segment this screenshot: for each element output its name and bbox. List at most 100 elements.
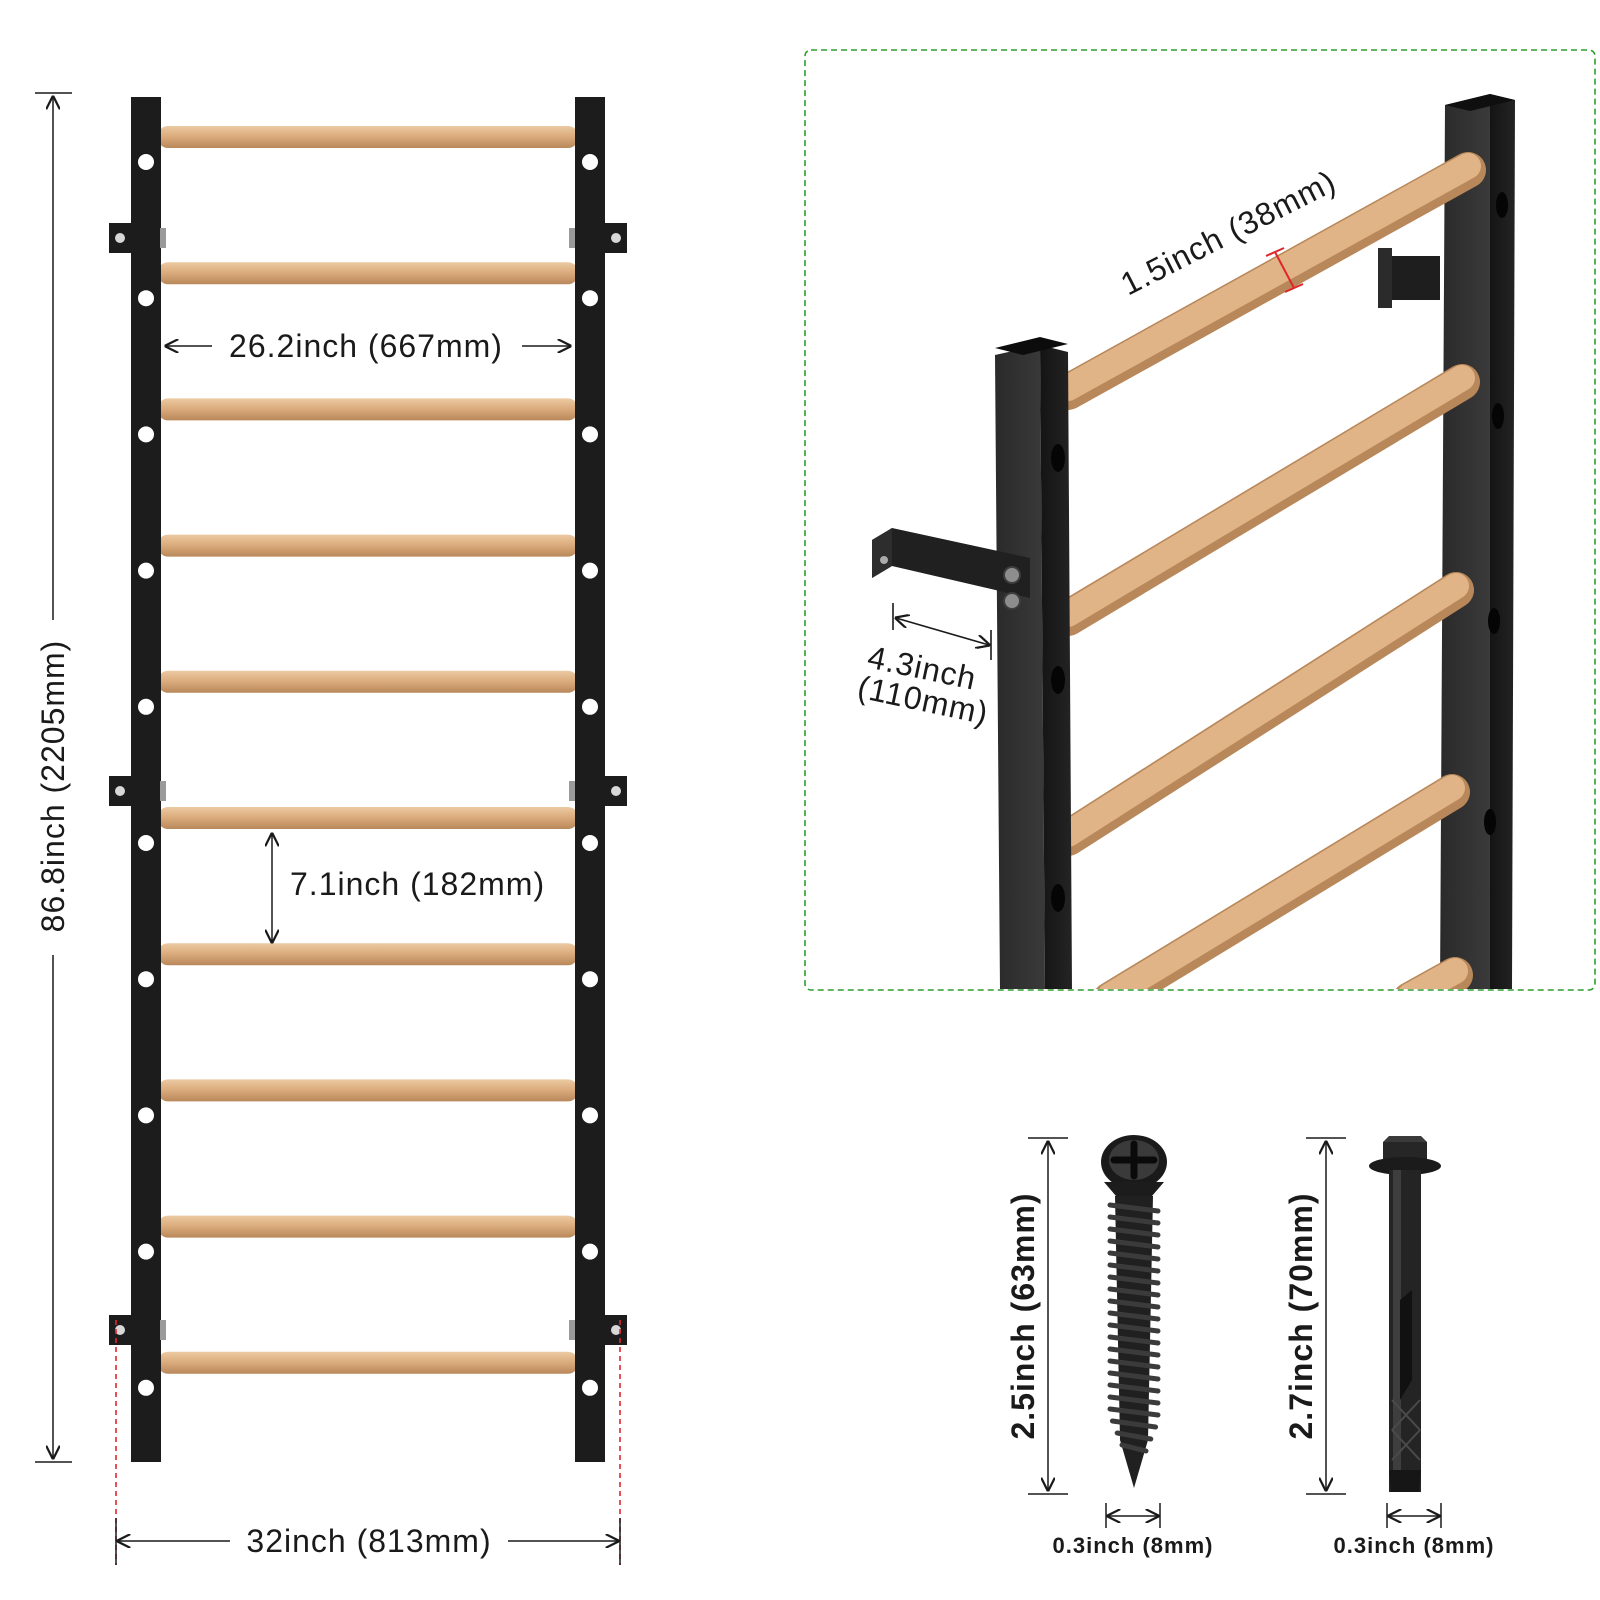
- bracket-bolt: [569, 781, 575, 801]
- rung-7: [158, 943, 578, 966]
- screw-thread: [1107, 1274, 1161, 1286]
- detail-rung-highlight: [1097, 775, 1465, 989]
- bracket-screw: [115, 1325, 125, 1335]
- detail-rear-post: [1440, 94, 1515, 989]
- rung-diameter-label: 1.5inch (38mm): [1115, 163, 1342, 302]
- bracket-bolt: [160, 228, 166, 248]
- bracket-screw: [115, 233, 125, 243]
- detail-rung-highlight: [1397, 958, 1468, 989]
- rung-spacing-label: 7.1inch (182mm): [290, 866, 545, 902]
- post-hole: [138, 426, 154, 443]
- screw-thread: [1107, 1298, 1161, 1310]
- rung-2: [158, 262, 578, 285]
- post-hole: [138, 698, 154, 715]
- hardware: 2.5inch (63mm) 0.3inch (8mm) 2.7inch (70…: [1005, 1135, 1495, 1558]
- post-hole: [138, 290, 154, 307]
- post-hole: [138, 562, 154, 579]
- screw-length-label: 2.5inch (63mm): [1005, 1193, 1041, 1440]
- screw-thread: [1107, 1238, 1161, 1250]
- screw-thread: [1107, 1370, 1161, 1382]
- screw-thread: [1107, 1382, 1161, 1394]
- bracket-depth-dimension: 4.3inch (110mm): [855, 603, 992, 731]
- screw-thread: [1107, 1334, 1161, 1346]
- detail-rung-highlight: [1055, 365, 1475, 627]
- bracket-screw: [115, 786, 125, 796]
- screw-thread: [1107, 1394, 1161, 1406]
- post-hole: [582, 426, 598, 443]
- screw-thread: [1119, 1442, 1149, 1454]
- rung-10: [158, 1351, 578, 1374]
- post-hole: [582, 562, 598, 579]
- screw-thread: [1107, 1322, 1161, 1334]
- front-view: 86.8inch (2205mm) 26.2inch (667mm) 7.1in…: [35, 92, 627, 1565]
- detail-rung-highlight: [1055, 153, 1481, 401]
- screw-thread: [1107, 1250, 1161, 1262]
- rung-8: [158, 1079, 578, 1102]
- rung-1: [158, 126, 578, 148]
- bracket-bolt: [160, 781, 166, 801]
- rung-9: [158, 1215, 578, 1238]
- right-post: [575, 97, 605, 1462]
- left-post: [131, 97, 161, 1462]
- bracket-bolt: [160, 1320, 166, 1340]
- rung-diameter-mark: 1.5inch (38mm): [1115, 163, 1342, 302]
- post-hole: [582, 290, 598, 307]
- wall-brackets: [109, 223, 627, 1345]
- screw-thread: [1107, 1202, 1161, 1214]
- front-bracket: [872, 528, 1030, 610]
- wood-screw: [1101, 1135, 1167, 1488]
- post-hole: [582, 1243, 598, 1260]
- screw-diameter-label: 0.3inch (8mm): [1053, 1533, 1214, 1558]
- phillips-cross-icon: [1110, 1140, 1158, 1180]
- post-holes: [138, 154, 598, 1396]
- post-hole: [582, 1107, 598, 1124]
- outer-width-label: 32inch (813mm): [246, 1523, 491, 1559]
- detail-frame: [804, 49, 1596, 991]
- rung-spacing-dimension: 7.1inch (182mm): [272, 834, 545, 942]
- screw-thread: [1109, 1418, 1159, 1430]
- screw-thread: [1107, 1214, 1161, 1226]
- post-hole: [138, 154, 154, 170]
- post-hole: [582, 835, 598, 851]
- anchor-diameter-label: 0.3inch (8mm): [1334, 1533, 1495, 1558]
- bracket-screw: [611, 1325, 621, 1335]
- post-hole: [582, 971, 598, 988]
- height-label: 86.8inch (2205mm): [35, 640, 71, 933]
- anchor-length-dimension: 2.7inch (70mm): [1283, 1137, 1346, 1495]
- screw-length-dimension: 2.5inch (63mm): [1005, 1137, 1068, 1495]
- bracket-bolt: [569, 228, 575, 248]
- rung-4: [158, 534, 578, 557]
- rung-6: [158, 807, 578, 829]
- screw-thread: [1114, 1430, 1154, 1442]
- anchor-bolt: [1369, 1136, 1441, 1492]
- post-hole: [138, 835, 154, 851]
- detail-view: 1.5inch (38mm) 4.3inch (110mm): [804, 49, 1596, 991]
- detail-rungs: [1050, 152, 1486, 989]
- post-hole: [582, 154, 598, 170]
- screw-thread: [1107, 1346, 1161, 1358]
- detail-rear-holes: [1484, 192, 1508, 835]
- post-hole: [582, 1379, 598, 1396]
- post-hole: [138, 971, 154, 988]
- detail-rung-highlight: [1055, 573, 1469, 847]
- outer-width-dimension: 32inch (813mm): [115, 1320, 621, 1565]
- post-hole: [582, 698, 598, 715]
- detail-front-post: [995, 337, 1072, 989]
- rung-3: [158, 398, 578, 421]
- screw-threads: [1107, 1202, 1161, 1454]
- screw-thread: [1107, 1286, 1161, 1298]
- post-hole: [138, 1243, 154, 1260]
- screw-thread: [1107, 1310, 1161, 1322]
- bracket-bolt: [569, 1320, 575, 1340]
- screw-thread: [1107, 1226, 1161, 1238]
- height-dimension: 86.8inch (2205mm): [35, 92, 72, 1463]
- inner-width-label: 26.2inch (667mm): [229, 328, 503, 364]
- screw-thread: [1107, 1262, 1161, 1274]
- inner-width-dimension: 26.2inch (667mm): [166, 328, 570, 364]
- screw-thread: [1107, 1358, 1161, 1370]
- bracket-screw: [611, 233, 621, 243]
- post-hole: [138, 1107, 154, 1124]
- front-rungs: [158, 126, 578, 1374]
- screw-diameter-dimension: 0.3inch (8mm): [1053, 1503, 1214, 1558]
